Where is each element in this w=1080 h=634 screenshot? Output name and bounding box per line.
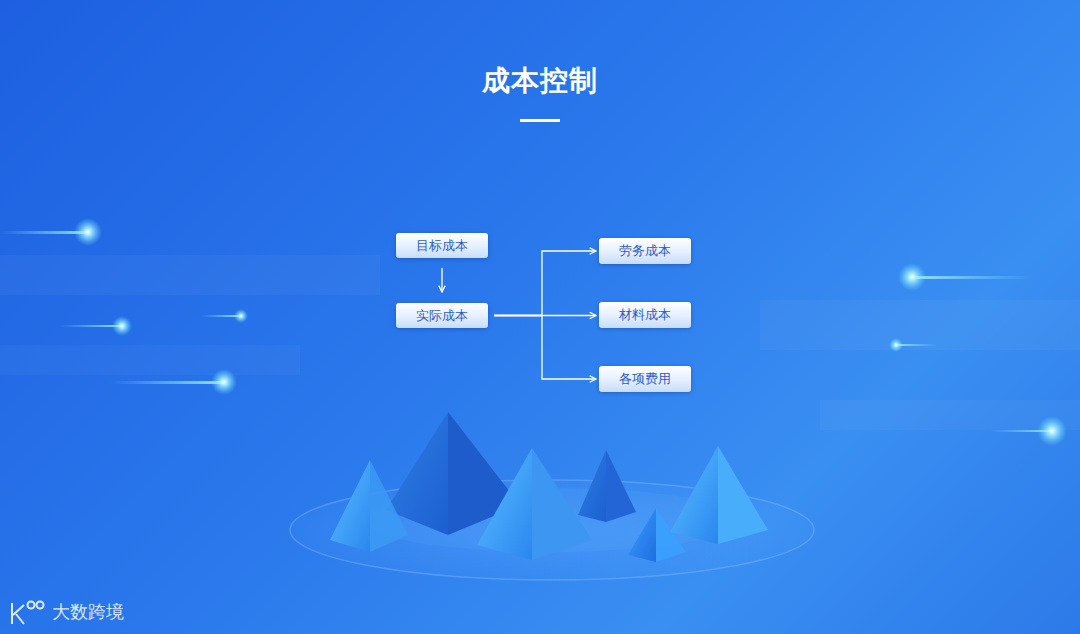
box-label: 实际成本: [416, 308, 468, 324]
cost-box: 实际成本: [396, 303, 488, 328]
cost-box: 各项费用: [599, 366, 691, 392]
flow-arrow: [441, 268, 442, 292]
box-label: 材料成本: [619, 307, 671, 323]
cost-box: 目标成本: [396, 233, 488, 258]
box-label: 目标成本: [416, 238, 468, 254]
flow-arrow: [494, 251, 596, 316]
box-label: 各项费用: [619, 371, 671, 387]
box-label: 劳务成本: [619, 243, 671, 259]
flow-arrow: [494, 316, 596, 380]
cost-box: 材料成本: [599, 302, 691, 328]
watermark: 大数跨境: [52, 600, 124, 624]
diagram-title: 成本控制: [0, 62, 1080, 100]
cost-box: 劳务成本: [599, 238, 691, 264]
